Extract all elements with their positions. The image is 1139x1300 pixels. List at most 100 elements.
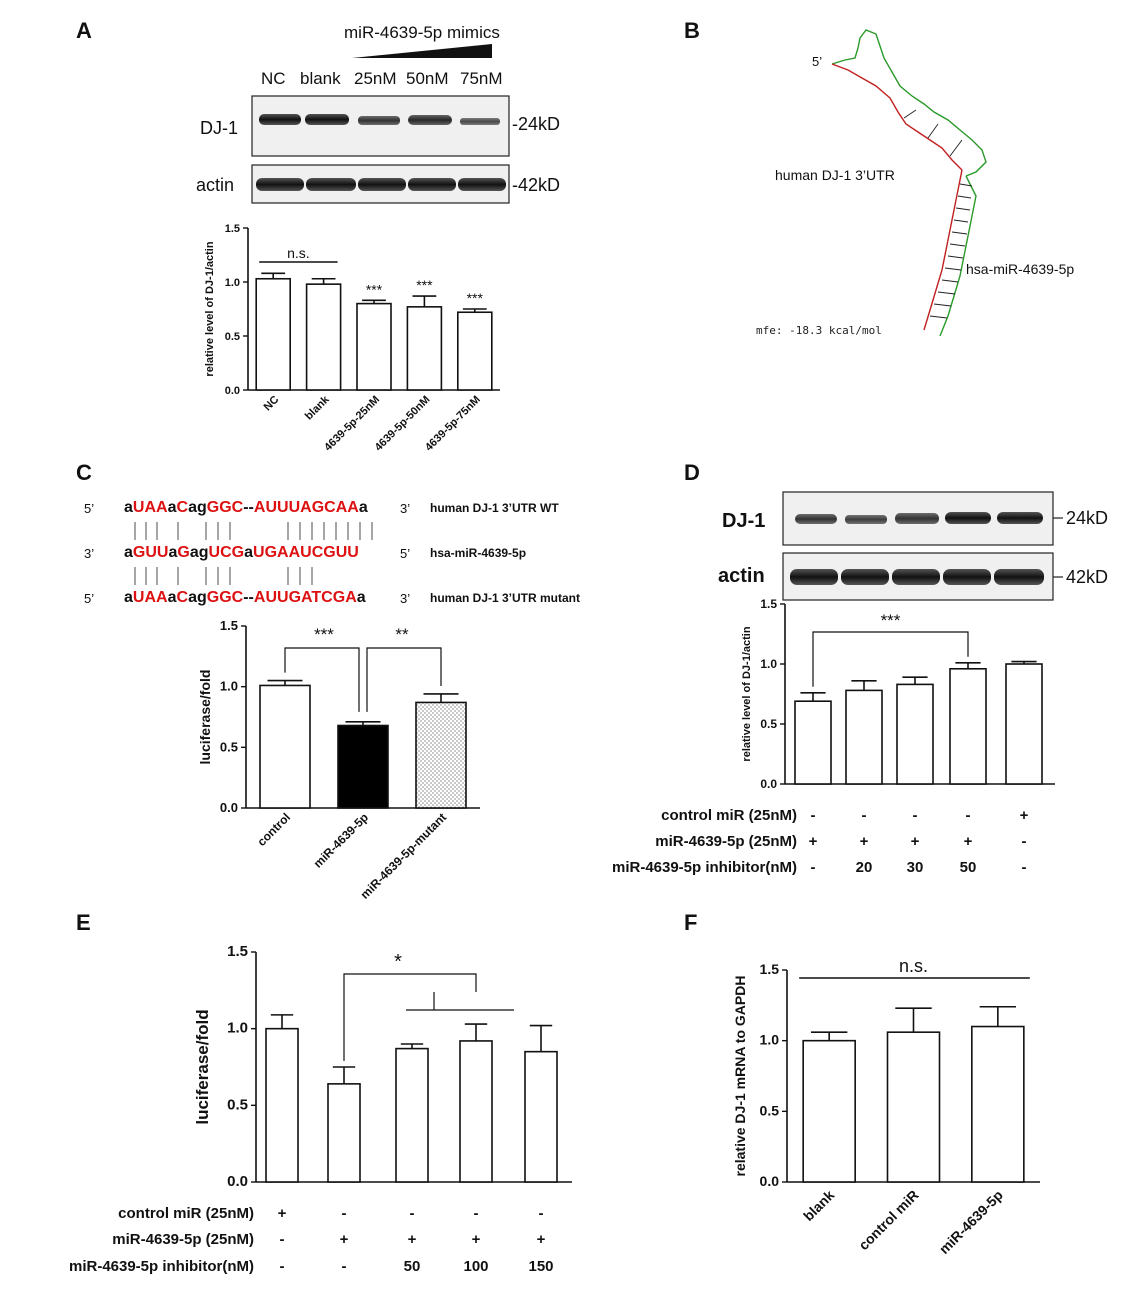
a-y-tick-label: 1.5	[225, 223, 240, 235]
c-x-tick-label: control	[254, 810, 293, 849]
c-sig-2: **	[395, 625, 409, 644]
e-cond-cell: -	[474, 1205, 479, 1222]
base-pair-ticks	[903, 109, 973, 319]
d-y-tick-label: 0.5	[760, 717, 777, 731]
f-bar	[802, 1039, 856, 1183]
e-y-tick-label: 0.5	[227, 1096, 248, 1113]
seq-row-2-left: 3’	[84, 546, 94, 561]
d-y-axis-label: relative level of DJ-1/actin	[741, 626, 753, 761]
e-cond-cell: -	[539, 1205, 544, 1222]
d-sig: ***	[881, 611, 901, 630]
d-y-tick-label: 0.0	[760, 777, 777, 791]
dj1-band-2	[305, 114, 349, 125]
seq-row-2: aGUUaGagUCGaUGAAUCGUU	[124, 544, 359, 561]
f-y-axis-label: relative DJ-1 mRNA to GAPDH	[732, 976, 748, 1177]
seq-row-1-right: 3’	[400, 501, 410, 516]
dj1-band-5	[460, 118, 500, 125]
d-actin-band-5	[994, 569, 1044, 585]
e-cond-cell: -	[410, 1205, 415, 1222]
e-y-axis-label: luciferase/fold	[193, 1009, 212, 1124]
c-bar	[337, 724, 389, 809]
e-bar	[327, 1083, 361, 1183]
c-bracket-2	[366, 647, 442, 712]
f-y-tick-label: 0.5	[760, 1102, 780, 1118]
a-bar	[255, 277, 292, 391]
seq-row-3-right: 3’	[400, 591, 410, 606]
d-cond-cell: +	[809, 833, 818, 850]
e-cond-cell: -	[342, 1205, 347, 1222]
a-bar	[406, 306, 443, 391]
d-cond-cell: +	[964, 833, 973, 850]
a-ns-label: n.s.	[287, 245, 310, 261]
a-sig-star: ***	[416, 277, 433, 293]
a-x-tick-label: NC	[262, 394, 282, 414]
d-cond-cell: 50	[960, 859, 977, 876]
d-cond-cell: +	[1020, 807, 1029, 824]
concentration-wedge	[352, 44, 492, 58]
actin-band-4	[408, 178, 456, 191]
d-row-label-actin: actin	[718, 565, 765, 587]
panel-c-sequences: 5’ 3’ 5’ aUAAaCagGGC--AUUUAGCAAa aGUUaGa…	[84, 499, 580, 606]
d-bar	[896, 683, 934, 785]
e-sig: *	[394, 951, 402, 973]
utr-strand-upper	[831, 63, 963, 171]
d-cond-cell: +	[860, 833, 869, 850]
dj1-blot-frame	[251, 95, 510, 157]
d-dj1-band-3	[895, 513, 939, 524]
e-cond-cell: -	[342, 1258, 347, 1275]
d-actin-band-3	[892, 569, 940, 585]
f-bar	[971, 1025, 1025, 1183]
utr-strand-lower	[923, 169, 963, 331]
blot-row-label-actin: actin	[196, 175, 234, 195]
utr-label: human DJ-1 3’UTR	[775, 167, 895, 183]
d-cond-label-mir: miR-4639-5p (25nM)	[655, 833, 797, 850]
panel-letter-a: A	[76, 18, 92, 43]
e-cond-cell: +	[472, 1231, 481, 1248]
d-bar	[845, 689, 883, 785]
d-actin-band-1	[790, 569, 838, 585]
c-y-axis-label: luciferase/fold	[197, 670, 213, 765]
c-x-tick-label: miR-4639-5p-mutant	[358, 810, 449, 901]
actin-band-3	[358, 178, 406, 191]
d-cond-label-control: control miR (25nM)	[661, 807, 797, 824]
actin-band-1	[256, 178, 304, 191]
d-dj1-band-5	[997, 512, 1043, 524]
actin-band-2	[306, 178, 356, 191]
c-bar	[415, 701, 467, 809]
lane-label-blank: blank	[300, 69, 341, 88]
c-bracket-1	[284, 647, 360, 712]
c-bar	[259, 684, 311, 809]
a-bar	[456, 311, 493, 391]
f-x-tick-label: miR-4639-5p	[936, 1187, 1006, 1257]
e-cond-cell: 100	[463, 1258, 488, 1275]
seq-row-2-label: hsa-miR-4639-5p	[430, 546, 526, 560]
f-ns-label: n.s.	[899, 956, 928, 976]
f-x-tick-label: blank	[800, 1187, 837, 1224]
panel-letter-d: D	[684, 460, 700, 485]
c-y-tick-label: 1.5	[220, 618, 238, 633]
e-bracket	[343, 973, 477, 1061]
a-y-tick-label: 0.0	[225, 385, 240, 397]
d-cond-cell: -	[811, 807, 816, 824]
e-y-tick-label: 1.0	[227, 1020, 248, 1037]
a-y-tick-label: 0.5	[225, 331, 240, 343]
d-kd-label-24: 24kD	[1066, 508, 1108, 528]
e-bar	[524, 1050, 558, 1183]
panel-e-conditions: control miR (25nM) miR-4639-5p (25nM) mi…	[69, 1205, 554, 1275]
seq-row-3-label: human DJ-1 3’UTR mutant	[430, 591, 580, 605]
e-y-tick-label: 1.5	[227, 943, 248, 960]
f-y-tick-label: 1.0	[760, 1032, 780, 1048]
d-dj1-band-1	[795, 514, 837, 524]
a-x-tick-label: blank	[303, 393, 332, 422]
e-bar	[265, 1027, 299, 1183]
e-cond-cell: -	[280, 1258, 285, 1275]
kd-label-24: -24kD	[512, 114, 560, 134]
panel-a-blot: miR-4639-5p mimics NC blank 25nM 50nM 75…	[196, 23, 560, 204]
panel-d-blot: DJ-1 24kD actin 42kD	[718, 491, 1108, 601]
d-bar	[1005, 663, 1043, 785]
dj1-band-3	[358, 116, 400, 125]
e-cond-cell: +	[537, 1231, 546, 1248]
lane-label-nc: NC	[261, 69, 286, 88]
